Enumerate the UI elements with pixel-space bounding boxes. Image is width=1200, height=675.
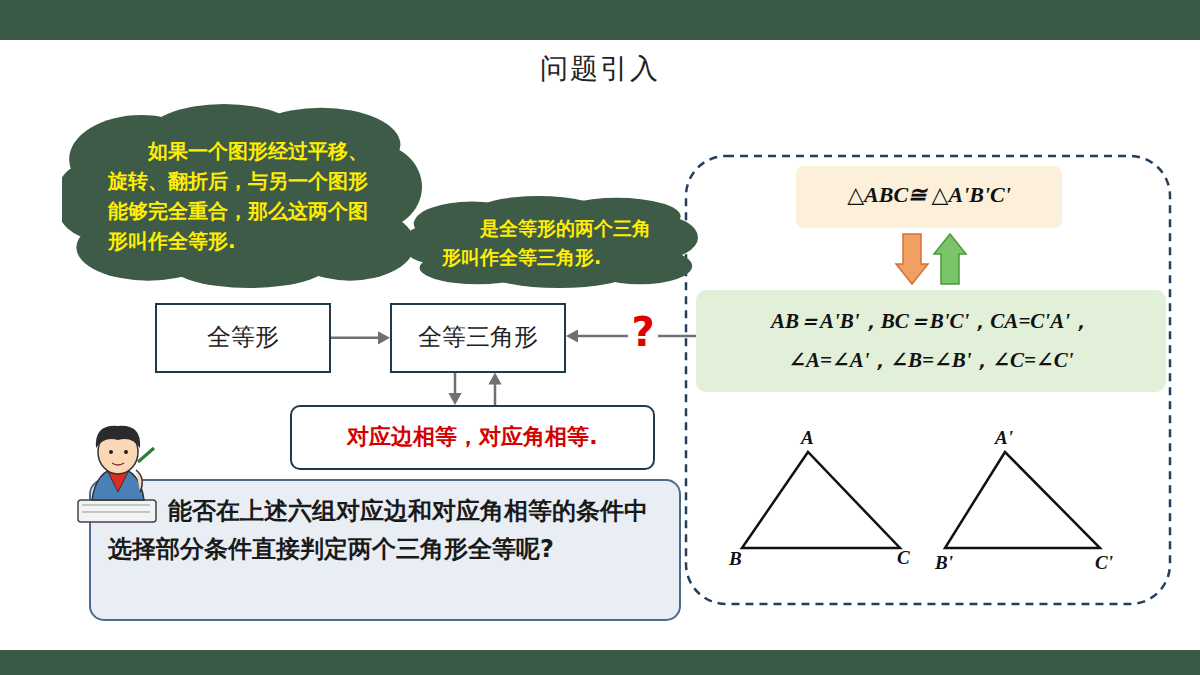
condition-list: AB＝A'B'，BC＝B'C'，CA=C'A'，∠A=∠A'，∠B=∠B'，∠C… bbox=[696, 290, 1166, 392]
node-text: 能否在上述六组对应边和对应角相等的条件中选择部分条件直接判定两个三角形全等呢? bbox=[108, 492, 664, 569]
connector-arrow bbox=[331, 331, 390, 344]
node-text: 如果一个图形经过平移、旋转、翻折后，与另一个图形能够完全重合，那么这两个图形叫作… bbox=[108, 136, 378, 256]
node-text: 全等三角形 bbox=[400, 321, 556, 355]
vertex-label: A' bbox=[995, 427, 1013, 449]
definition-cloud: 是全等形的两个三角形叫作全等三角形. bbox=[408, 196, 698, 288]
node-text: △ABC≅ △A'B'C' bbox=[810, 180, 1048, 211]
question-box: 能否在上述六组对应边和对应角相等的条件中选择部分条件直接判定两个三角形全等呢? bbox=[90, 480, 680, 620]
node-text: ∠A=∠A'，∠B=∠B'，∠C=∠C' bbox=[706, 341, 1156, 380]
vertex-label: B bbox=[729, 548, 742, 570]
node-text: AB＝A'B'，BC＝B'C'，CA=C'A'， bbox=[706, 302, 1156, 341]
node-text: 对应边相等，对应角相等. bbox=[300, 422, 645, 453]
vertex-label: B' bbox=[935, 552, 953, 574]
triangle-abc-prime bbox=[945, 452, 1100, 548]
top-bar bbox=[0, 0, 1200, 40]
vertex-label: C' bbox=[1095, 552, 1113, 574]
connector-arrow bbox=[488, 373, 501, 405]
student-figure bbox=[78, 426, 156, 522]
connector-arrow bbox=[448, 373, 461, 405]
triangle-abc bbox=[742, 452, 900, 548]
node-text: 全等形 bbox=[165, 321, 321, 355]
congruence-statement: △ABC≅ △A'B'C' bbox=[796, 166, 1062, 228]
bottom-bar bbox=[0, 650, 1200, 675]
vertex-label: C bbox=[897, 547, 910, 569]
connector-arrow bbox=[934, 234, 966, 284]
cloud-shape bbox=[408, 196, 698, 288]
dashed-panel bbox=[686, 156, 1170, 604]
question-box-ground bbox=[90, 480, 680, 620]
definition-cloud: 如果一个图形经过平移、旋转、翻折后，与另一个图形能够完全重合，那么这两个图形叫作… bbox=[62, 104, 422, 288]
property-box: 对应边相等，对应角相等. bbox=[290, 405, 655, 470]
node-text: 是全等形的两个三角形叫作全等三角形. bbox=[442, 214, 668, 271]
vertex-label: A bbox=[801, 427, 814, 449]
connector-arrow bbox=[896, 234, 928, 284]
concept-box: 全等三角形 bbox=[390, 303, 566, 373]
concept-box: 全等形 bbox=[155, 303, 331, 373]
cloud-shape bbox=[62, 104, 422, 288]
question-mark: ? bbox=[628, 312, 657, 352]
page-title: 问题引入 bbox=[0, 50, 1200, 88]
